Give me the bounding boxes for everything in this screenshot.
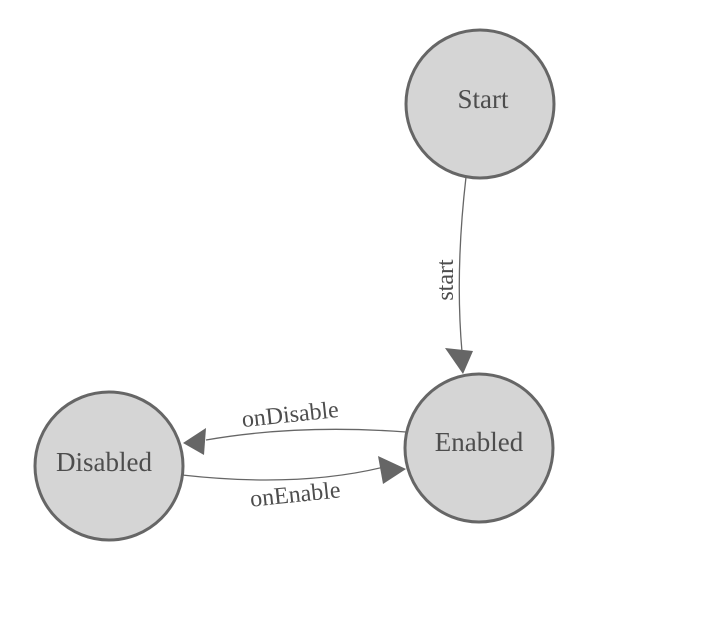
state-nodes [33, 28, 556, 542]
node-label-start: Start [458, 84, 509, 114]
arrowhead-disabled-to-enabled [378, 456, 406, 484]
arrowhead-start-to-enabled [445, 348, 473, 374]
edge-label-start: start [433, 259, 459, 301]
node-start [404, 28, 556, 180]
node-label-disabled: Disabled [56, 447, 152, 477]
arrowhead-enabled-to-disabled [183, 428, 206, 455]
node-enabled [403, 372, 555, 524]
edge-lines [181, 176, 467, 481]
node-label-enabled: Enabled [435, 427, 524, 457]
edge-start-to-enabled [458, 176, 467, 353]
edge-enabled-to-disabled [205, 428, 407, 441]
edge-disabled-to-enabled [181, 466, 385, 481]
node-disabled [33, 390, 185, 542]
edge-arrowheads [183, 348, 473, 484]
node-labels: Start Enabled Disabled [56, 84, 524, 477]
edge-label-onenable: onEnable [249, 477, 342, 512]
edge-label-ondisable: onDisable [241, 397, 340, 433]
